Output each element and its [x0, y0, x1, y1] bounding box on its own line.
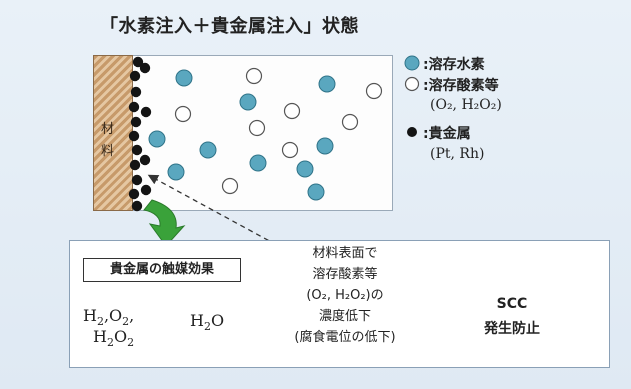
reactant-h: H: [83, 306, 97, 325]
reactant-comma: ,: [129, 306, 135, 325]
hydrogen-particle: [199, 141, 217, 159]
peroxide-h: H: [93, 327, 107, 346]
oxygen-particle: [245, 67, 263, 85]
hydrogen-particle: [318, 75, 336, 93]
legend-oxygen-dot: [404, 76, 420, 92]
green-arrow: [143, 199, 186, 247]
hydrogen-particle: [316, 137, 334, 155]
center-line-1: 材料表面で: [312, 246, 378, 261]
material-wall: [93, 55, 133, 211]
product-h: H: [190, 311, 204, 330]
oxygen-particle: [365, 82, 383, 100]
noble-metal-particle: [128, 188, 140, 200]
peroxide-h-sub: 2: [106, 336, 114, 350]
noble-metal-particle: [139, 62, 151, 74]
center-line-5: (腐食電位の低下): [294, 330, 396, 345]
legend-hydrogen-label: :溶存水素: [423, 57, 485, 73]
noble-metal-particle: [139, 154, 151, 166]
center-line-4: 濃度低下: [318, 309, 371, 324]
scc-prevention-label: 発生防止: [484, 321, 540, 337]
reactants-line-2: H2O2: [93, 327, 134, 349]
noble-metal-particle: [131, 174, 143, 186]
scc-label: SCC: [496, 296, 528, 312]
noble-metal-particle: [130, 116, 142, 128]
center-line-2: 溶存酸素等: [312, 267, 378, 282]
center-line-3: (O₂, H₂O₂)の: [306, 288, 384, 303]
reactant-h-sub: 2: [96, 315, 104, 329]
reactant-o: ,O: [103, 306, 123, 325]
hydrogen-particle: [148, 130, 166, 148]
product-h-sub: 2: [203, 320, 211, 334]
oxygen-particle: [341, 113, 359, 131]
noble-metal-particle: [140, 106, 152, 118]
reactant-o-sub: 2: [122, 315, 130, 329]
peroxide-o-sub: 2: [127, 336, 135, 350]
hydrogen-particle: [307, 183, 325, 201]
legend-oxygen-examples: (O₂, H₂O₂): [430, 97, 502, 113]
diagram-title: 「水素注入＋貴金属注入」状態: [100, 16, 359, 37]
oxygen-particle: [248, 119, 266, 137]
noble-metal-particle: [128, 101, 140, 113]
noble-metal-particle: [140, 184, 152, 196]
legend-noble-examples: (Pt, Rh): [430, 146, 485, 162]
hydrogen-particle: [175, 69, 193, 87]
noble-metal-particle: [128, 130, 140, 142]
peroxide-o: O: [113, 327, 128, 346]
noble-metal-particle: [130, 86, 142, 98]
legend-oxygen-label: :溶存酸素等: [423, 78, 499, 94]
noble-metal-particle: [129, 70, 141, 82]
legend-noble-dot: [407, 127, 417, 137]
material-label-char-2: 料: [101, 144, 115, 159]
noble-metal-particle: [131, 144, 143, 156]
noble-metal-particle: [129, 159, 141, 171]
legend-hydrogen-dot: [404, 55, 420, 71]
product-o: O: [210, 311, 225, 330]
hydrogen-particle: [167, 163, 185, 181]
bottom-explanation-box: [69, 240, 610, 368]
reactants-line-1: H2,O2,: [83, 306, 134, 328]
material-label-char-1: 材: [101, 122, 115, 137]
oxygen-particle: [281, 141, 299, 159]
oxygen-particle: [283, 102, 301, 120]
surface-effect-text: 材料表面で 溶存酸素等 (O₂, H₂O₂)の 濃度低下 (腐食電位の低下): [285, 243, 405, 348]
oxygen-particle: [221, 177, 239, 195]
noble-metal-particle: [132, 56, 144, 68]
hydrogen-particle: [296, 160, 314, 178]
oxygen-particle: [174, 105, 192, 123]
catalyst-effect-label: 貴金属の触媒効果: [83, 258, 241, 282]
legend-noble-label: :貴金属: [423, 126, 471, 142]
hydrogen-particle: [239, 93, 257, 111]
noble-metal-particle: [131, 200, 143, 212]
product-water: H2O: [190, 311, 224, 333]
hydrogen-particle: [249, 154, 267, 172]
